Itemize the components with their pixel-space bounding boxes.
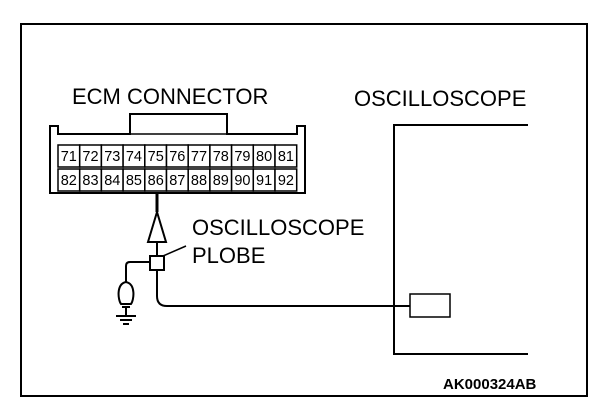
pin-86: 86 [148,173,164,189]
oscilloscope-probe [146,193,187,271]
pin-81: 81 [278,149,294,165]
probe-tip [146,208,168,243]
diagram-frame [20,23,588,397]
pin-89: 89 [213,173,229,189]
ecm-connector: 71 72 73 74 75 76 77 78 79 80 81 82 83 84 85 86 87 88 89 90… [49,113,306,194]
pin-grid: 71 72 73 74 75 76 77 78 79 80 81 82 83 84 85 86 87 88 89 90… [57,144,298,192]
probe-body [149,255,165,271]
pin-76: 76 [169,149,185,165]
ground-wire [125,261,150,282]
oscilloscope-body [393,124,528,355]
pin-74: 74 [126,149,142,165]
pin-83: 83 [82,173,98,189]
oscilloscope-label: OSCILLOSCOPE [354,86,526,111]
pin-88: 88 [191,173,207,189]
probe-label-line2: PLOBE [192,243,265,268]
pin-84: 84 [104,173,120,189]
pin-75: 75 [148,149,164,165]
pin-cell-92 [274,168,298,192]
pin-77: 77 [191,149,207,165]
pin-92: 92 [278,173,294,189]
probe-leader-line [162,245,187,257]
pin-80: 80 [256,149,272,165]
pin-79: 79 [234,149,250,165]
oscilloscope [393,124,528,355]
pin-87: 87 [169,173,185,189]
pin-85: 85 [126,173,142,189]
ground-lead [116,261,150,325]
pin-73: 73 [104,149,120,165]
figure-code: AK000324AB [443,376,537,393]
pin-78: 78 [213,149,229,165]
ecm-connector-label: ECM CONNECTOR [72,84,268,109]
probe-label-line1: OSCILLOSCOPE [192,215,364,240]
pin-91: 91 [256,173,272,189]
bulb-icon [117,280,135,305]
input-jack [409,293,451,318]
pin-82: 82 [61,173,77,189]
probe-cable [156,270,410,307]
pin-90: 90 [234,173,250,189]
pin-71: 71 [61,149,77,165]
pin-72: 72 [82,149,98,165]
